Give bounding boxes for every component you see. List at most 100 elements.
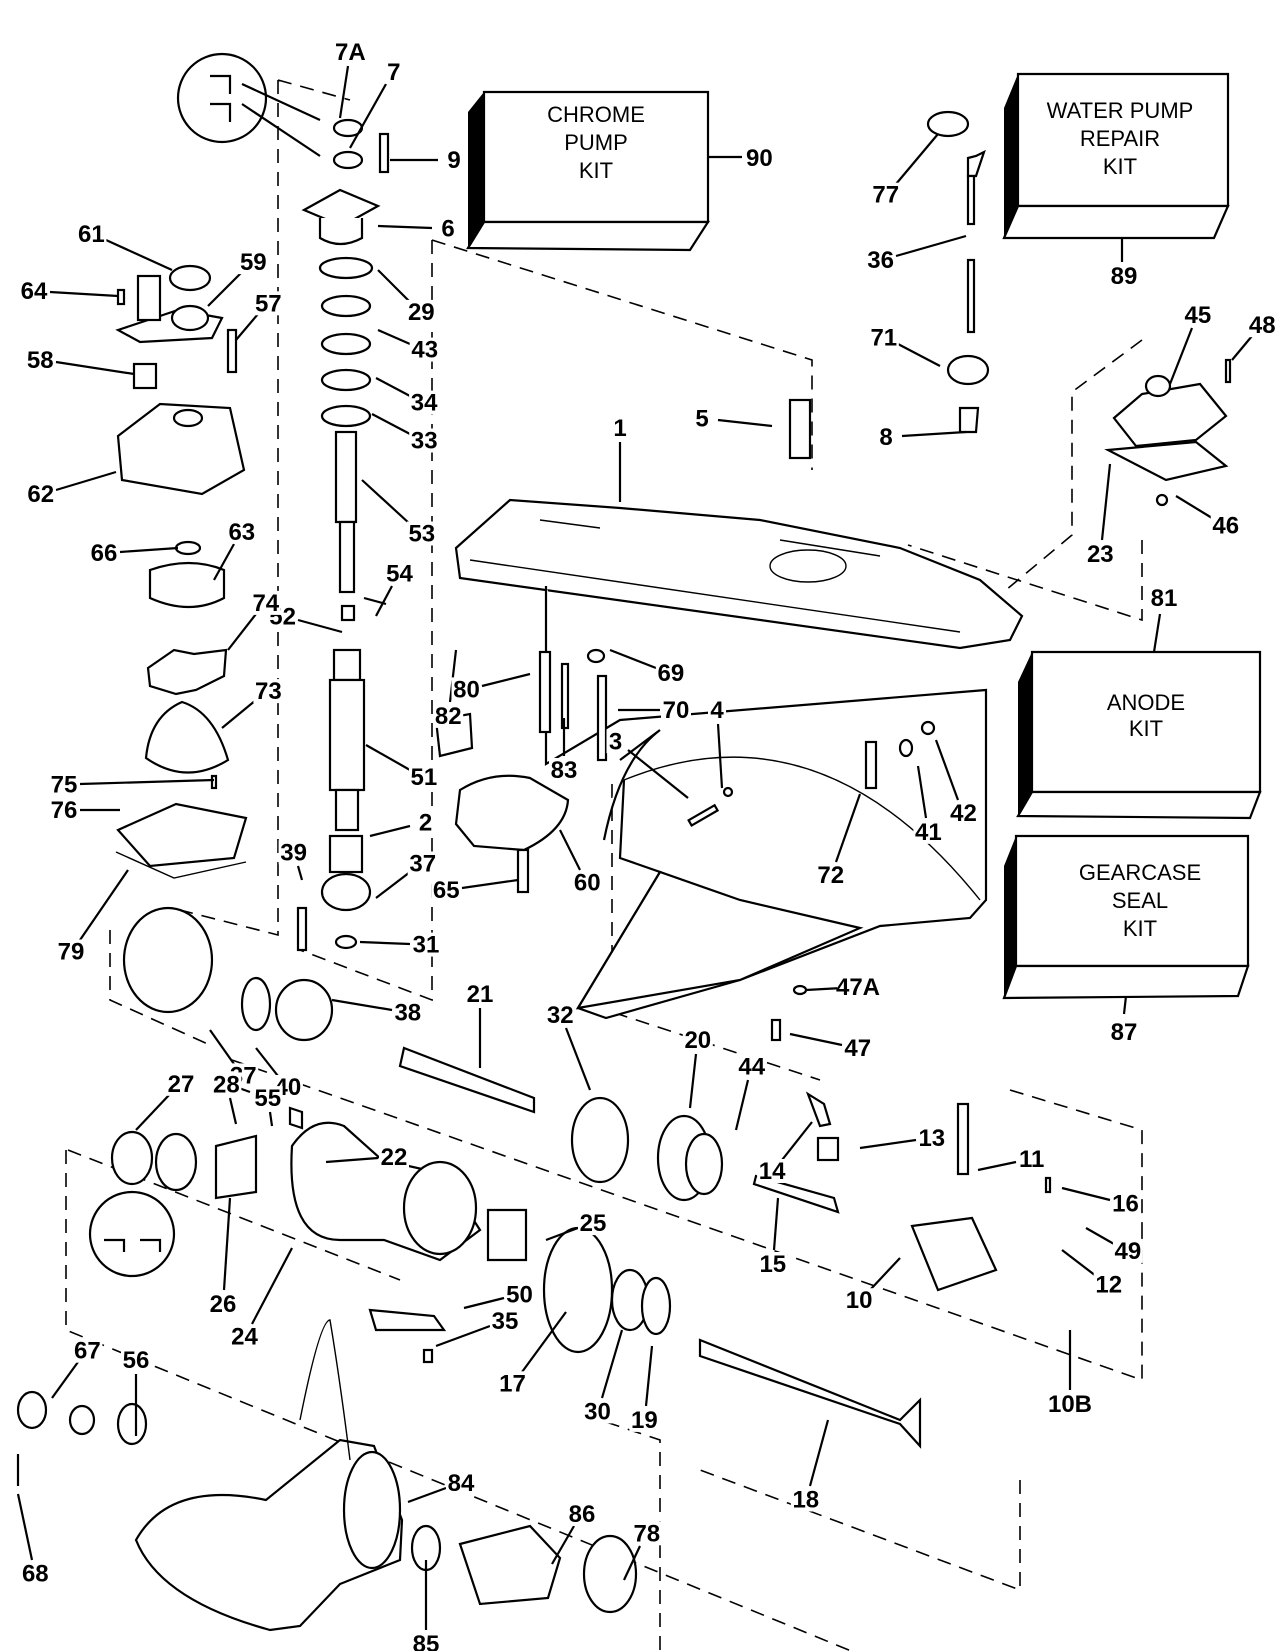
part-number-label: 55 (254, 1085, 281, 1112)
leader-line (16, 1493, 34, 1561)
callout-56: 56 (121, 1347, 151, 1436)
callout-65: 65 (431, 877, 519, 904)
callout-76: 76 (49, 797, 120, 824)
leader-line (55, 470, 117, 492)
label-background (1112, 1238, 1143, 1263)
label-background (392, 1000, 423, 1025)
part-number-label: 24 (231, 1323, 258, 1350)
leader-line (251, 1247, 293, 1325)
label-background (582, 1399, 613, 1424)
leader-line (119, 546, 179, 554)
label-background (865, 247, 896, 272)
callout-19: 19 (629, 1345, 660, 1434)
leader-line (521, 1311, 567, 1373)
label-background (549, 758, 579, 782)
label-background (445, 148, 463, 172)
label-background (25, 347, 56, 372)
label-background (1210, 513, 1241, 538)
leader-line (559, 829, 581, 871)
leader-line (1175, 495, 1213, 519)
callout-55: 55 (252, 1085, 283, 1127)
kit-label-line: KIT (1103, 154, 1137, 179)
leader-line (49, 290, 119, 298)
part-number-label: 30 (584, 1398, 611, 1425)
leader-line (1085, 1227, 1115, 1245)
label-background (439, 216, 457, 241)
label-background (736, 1054, 767, 1079)
part-number-label: 3 (609, 728, 622, 755)
part-number-label: 69 (658, 660, 685, 687)
leader-line (105, 238, 173, 272)
label-background (252, 1086, 283, 1111)
leader-line (772, 1197, 780, 1251)
part-number-label: 70 (663, 697, 690, 724)
leader-line (716, 723, 724, 789)
leader-line (916, 765, 928, 819)
label-background (89, 541, 119, 565)
label-background (409, 428, 440, 453)
callout-4: 4 (708, 697, 726, 789)
part-number-label: 76 (51, 797, 78, 824)
callout-14: 14 (757, 1121, 813, 1185)
part-number-label: 18 (792, 1487, 819, 1514)
part-number-label: 61 (78, 221, 105, 248)
leader-line (375, 871, 411, 899)
callout-68: 68 (16, 1493, 51, 1588)
kit-number: 89 (1111, 263, 1138, 290)
label-background (870, 182, 901, 207)
part-number-label: 83 (551, 757, 578, 784)
label-background (451, 677, 482, 702)
part-number-label: 6 (441, 216, 454, 243)
part-number-label: 46 (1212, 512, 1239, 539)
callout-61: 61 (76, 221, 173, 272)
callout-75: 75 (49, 771, 215, 798)
part-number-label: 44 (738, 1053, 765, 1080)
label-background (1085, 541, 1116, 566)
callout-46: 46 (1175, 495, 1241, 539)
label-background (408, 764, 439, 789)
leader-line (461, 878, 519, 890)
leader-line (789, 1032, 843, 1047)
part-number-label: 62 (27, 481, 54, 508)
callout-5: 5 (693, 406, 773, 433)
part-number-label: 10B (1048, 1391, 1092, 1418)
leader-line (869, 1257, 901, 1291)
label-background (431, 878, 462, 902)
part-number-label: 31 (413, 932, 440, 959)
kit-label-line: KIT (1123, 916, 1157, 941)
callout-50: 50 (463, 1282, 535, 1310)
part-number-label: 50 (506, 1282, 533, 1309)
kit-box-water-pump-repair: WATER PUMP REPAIR KIT 89 (1002, 72, 1230, 290)
leader-line (221, 699, 257, 729)
label-background (253, 291, 284, 316)
kit-label-line: WATER PUMP (1047, 98, 1194, 123)
water-tube-and-cover-parts (788, 110, 1232, 507)
callout-25: 25 (545, 1210, 608, 1242)
part-number-label: 21 (467, 981, 494, 1008)
kit-label-line: KIT (579, 158, 613, 183)
callout-15: 15 (757, 1197, 788, 1278)
kit-box-anode: ANODE KIT 81 (1016, 585, 1262, 820)
callout-33: 33 (371, 413, 440, 455)
label-background (416, 810, 435, 835)
callout-17: 17 (497, 1311, 567, 1397)
part-number-label: 58 (27, 347, 54, 374)
leader-line (895, 234, 967, 258)
part-number-label: 41 (915, 819, 942, 846)
callout-1: 1 (611, 415, 629, 502)
part-number-label: 29 (408, 299, 435, 326)
label-background (278, 840, 309, 865)
label-background (497, 1371, 528, 1396)
label-background (407, 851, 438, 876)
label-background (490, 1309, 520, 1334)
kit-number: 81 (1151, 585, 1178, 612)
label-background (545, 1002, 576, 1027)
part-number-label: 11 (1019, 1146, 1044, 1173)
label-background (790, 1487, 821, 1512)
part-number-label: 23 (1087, 541, 1114, 568)
leader-line (688, 1053, 698, 1109)
part-number-label: 8 (879, 424, 892, 451)
callout-73: 73 (221, 678, 284, 729)
leader-line (901, 430, 967, 438)
label-background (411, 1632, 441, 1651)
